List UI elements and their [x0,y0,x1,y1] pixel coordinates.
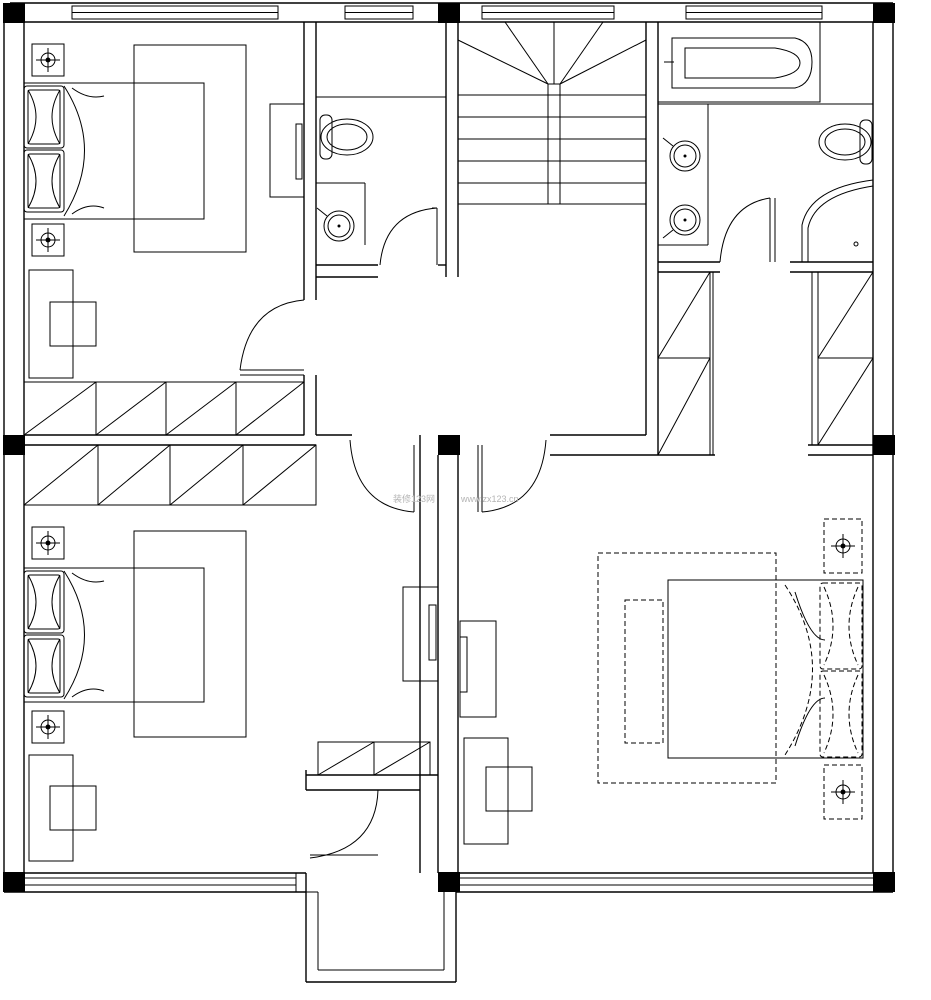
desk-chair [463,737,533,845]
desk-chair [28,269,97,379]
wardrobe-icon [23,381,305,436]
wardrobe-icon [23,444,317,506]
master-bedroom-se [459,518,864,845]
sink-icon [662,204,701,239]
window-icon [24,5,873,886]
column-icon [3,3,895,892]
bathtub-icon [657,21,821,103]
bedroom-nw [23,43,305,436]
desk-chair [28,754,97,862]
watermark: 装修123网 www.zx123.cn [393,493,519,504]
watermark-url: www.zx123.cn [460,494,519,504]
bedroom-sw [23,444,439,862]
bed-icon [23,530,247,738]
sink-icon [662,137,701,172]
bathroom-ne [657,21,874,262]
lamp-icon [31,43,65,77]
watermark-cn: 装修123网 [393,493,435,504]
lamp-icon [31,223,65,257]
bed-icon [23,44,247,253]
bathroom-n [316,96,446,245]
toilet-icon [319,114,374,160]
lamp-icon [31,710,65,744]
bed-icon [597,552,864,784]
wardrobe-icon [317,741,431,776]
toilet-icon [818,119,873,165]
lamp-icon [31,526,65,560]
balcony [295,872,457,983]
lamp-icon [823,518,863,574]
lamp-icon [823,764,863,820]
stair-icon [457,21,647,205]
shower-enclosure [801,179,874,262]
wardrobe-icon [657,271,874,456]
door-swing-icon [239,197,776,859]
sink-icon [316,207,355,242]
